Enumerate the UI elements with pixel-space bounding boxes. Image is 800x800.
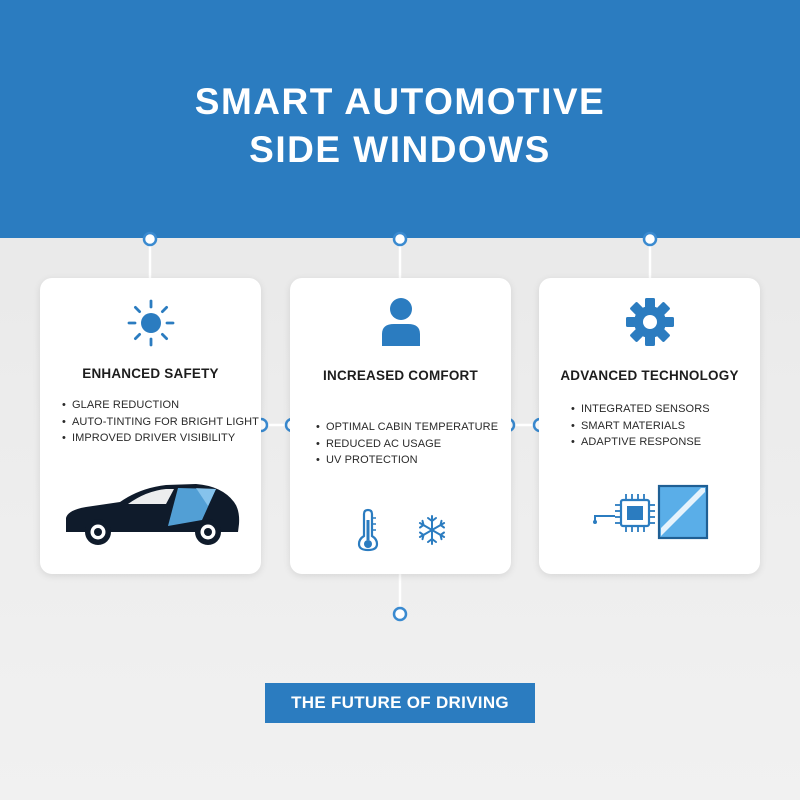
list-item: GLARE REDUCTION [62, 397, 259, 414]
bullet-list: INTEGRATED SENSORS SMART MATERIALS ADAPT… [571, 401, 710, 451]
list-item: UV PROTECTION [316, 452, 498, 469]
person-icon [381, 298, 420, 346]
card-enhanced-safety: ENHANCED SAFETY GLARE REDUCTION AUTO-TIN… [40, 278, 261, 574]
page-title-line-2: SIDE WINDOWS [249, 129, 551, 170]
card-title: ADVANCED TECHNOLOGY [560, 368, 739, 383]
list-item: REDUCED AC USAGE [316, 436, 498, 453]
snowflake-icon [418, 515, 446, 545]
car-with-tinted-window-icon [66, 484, 240, 545]
card-title: INCREASED COMFORT [323, 368, 478, 383]
list-item: ADAPTIVE RESPONSE [571, 434, 710, 451]
connector-node-bottom [392, 606, 408, 622]
list-item: IMPROVED DRIVER VISIBILITY [62, 430, 259, 447]
card-title: ENHANCED SAFETY [82, 366, 219, 381]
card-advanced-technology: ADVANCED TECHNOLOGY INTEGRATED SENSORS S… [539, 278, 760, 574]
chip-and-smart-glass-icon [593, 484, 709, 540]
header-banner: SMART AUTOMOTIVE SIDE WINDOWS [0, 0, 800, 238]
gear-icon [625, 298, 674, 346]
sun-icon [127, 299, 174, 347]
bullet-list: GLARE REDUCTION AUTO-TINTING FOR BRIGHT … [62, 397, 259, 447]
list-item: SMART MATERIALS [571, 418, 710, 435]
card-increased-comfort: INCREASED COMFORT OPTIMAL CABIN TEMPERAT… [290, 278, 511, 574]
page-title-line-1: SMART AUTOMOTIVE [194, 81, 606, 122]
footer-tagline-badge: THE FUTURE OF DRIVING [265, 683, 535, 723]
bullet-list: OPTIMAL CABIN TEMPERATURE REDUCED AC USA… [316, 419, 498, 469]
thermometer-icon [357, 508, 379, 552]
list-item: AUTO-TINTING FOR BRIGHT LIGHT [62, 414, 259, 431]
list-item: OPTIMAL CABIN TEMPERATURE [316, 419, 498, 436]
list-item: INTEGRATED SENSORS [571, 401, 710, 418]
